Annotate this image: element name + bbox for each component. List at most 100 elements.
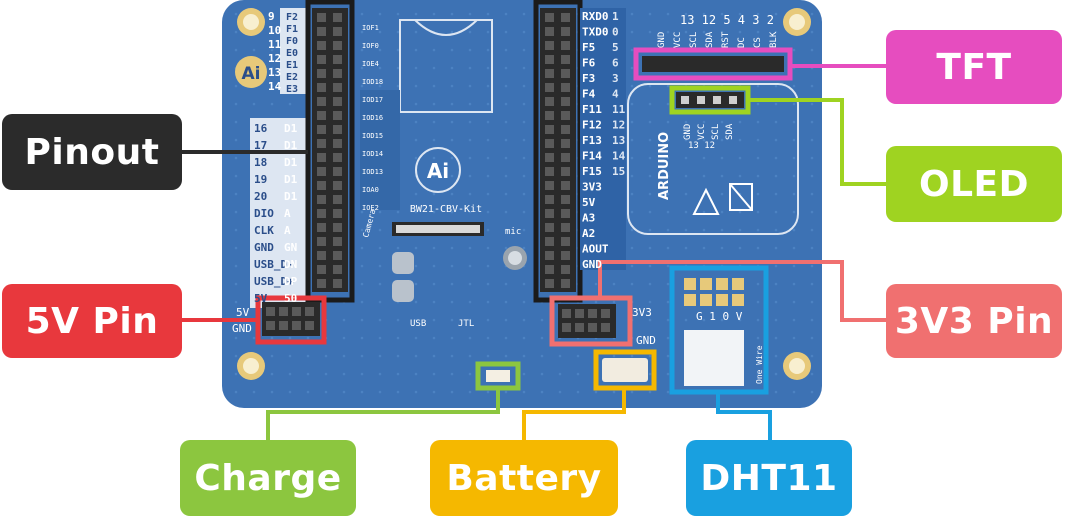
right-header-pin xyxy=(561,181,570,190)
pcb-dot xyxy=(630,192,634,196)
left-header-pin xyxy=(317,41,326,50)
charge-label: Charge xyxy=(180,440,356,516)
pcb-dot xyxy=(414,390,418,394)
oled-pin xyxy=(697,96,705,104)
pcb-dot xyxy=(666,354,670,358)
oled-connector-body xyxy=(676,92,744,108)
pcb-dot xyxy=(342,318,346,322)
pcb-dot xyxy=(504,120,508,124)
oled-pin xyxy=(681,96,689,104)
pcb-dot xyxy=(432,336,436,340)
pcb-dot xyxy=(522,138,526,142)
left-header-pin xyxy=(333,83,342,92)
oled-pin-name: SCL xyxy=(711,124,721,140)
pcb-dot xyxy=(486,66,490,70)
pcb-dot xyxy=(540,354,544,358)
pcb-dot xyxy=(234,30,238,34)
tft-pin-name: BLK xyxy=(769,31,779,48)
pcb-dot xyxy=(504,102,508,106)
pcb-dot xyxy=(720,138,724,142)
pcb-dot xyxy=(792,228,796,232)
three-v3-pin xyxy=(562,309,571,318)
pcb-dot xyxy=(666,174,670,178)
mounting-hole-bottom-left xyxy=(237,352,265,380)
dht11-pad xyxy=(716,278,728,290)
pcb-dot xyxy=(630,390,634,394)
right-header-pin-label: F6 xyxy=(582,57,596,70)
pcb-dot xyxy=(504,12,508,16)
left-header-pin xyxy=(333,195,342,204)
pcb-dot xyxy=(288,372,292,376)
left-header-pin xyxy=(333,167,342,176)
pcb-dot xyxy=(450,336,454,340)
left-number-label: 13 xyxy=(268,66,281,79)
pcb-dot xyxy=(468,336,472,340)
dht11-pad xyxy=(732,294,744,306)
pcb-dot xyxy=(342,372,346,376)
pcb-dot xyxy=(756,174,760,178)
pcb-dot xyxy=(702,210,706,214)
left-label-strip xyxy=(250,118,308,308)
pcb-dot xyxy=(774,318,778,322)
pcb-dot xyxy=(810,210,814,214)
five-v-pin-label: 5V Pin xyxy=(2,284,182,358)
right-header-pin-label: GND xyxy=(582,258,602,271)
right-number-label: 1 xyxy=(612,10,619,23)
pcb-dot xyxy=(504,210,508,214)
pcb-dot xyxy=(396,390,400,394)
left-side-mid-label: D1 xyxy=(284,122,298,135)
pcb-dot xyxy=(396,48,400,52)
right-header-pin xyxy=(545,55,554,64)
three-v3-pin xyxy=(601,309,610,318)
left-header-pin xyxy=(333,223,342,232)
pcb-dot xyxy=(810,282,814,286)
pcb-dot xyxy=(378,264,382,268)
pcb-dot xyxy=(504,66,508,70)
pcb-dot xyxy=(666,372,670,376)
pcb-dot xyxy=(450,138,454,142)
pcb-dot xyxy=(486,84,490,88)
left-header-pin xyxy=(317,125,326,134)
pcb-dot xyxy=(396,318,400,322)
pcb-dot xyxy=(720,210,724,214)
pcb-dot xyxy=(810,84,814,88)
pcb-dot xyxy=(468,84,472,88)
right-header-pin xyxy=(545,251,554,260)
pcb-dot xyxy=(792,102,796,106)
pcb-dot xyxy=(414,138,418,142)
pcb-dot xyxy=(720,192,724,196)
pcb-dot xyxy=(360,336,364,340)
pcb-dot xyxy=(666,336,670,340)
pcb-dot xyxy=(756,210,760,214)
left-header-pin xyxy=(333,69,342,78)
dht11-sensor xyxy=(684,278,744,306)
pcb-dot xyxy=(360,66,364,70)
pcb-dot xyxy=(234,300,238,304)
pcb-dot xyxy=(234,336,238,340)
pcb-dot xyxy=(756,300,760,304)
pcb-dot xyxy=(630,228,634,232)
right-header-pin-label: F12 xyxy=(582,119,602,132)
left-side-pin-label: DIO xyxy=(254,207,274,220)
pcb-dot xyxy=(810,390,814,394)
pcb-dot xyxy=(612,282,616,286)
left-side-mid-label: A xyxy=(284,207,291,220)
three-v3-silk-label: 3V3 xyxy=(632,306,652,319)
pcb-dot xyxy=(432,246,436,250)
pcb-dot xyxy=(306,354,310,358)
tft-label: TFT xyxy=(886,30,1062,104)
pcb-dot xyxy=(612,354,616,358)
left-header-pin xyxy=(317,97,326,106)
pcb-dot xyxy=(666,282,670,286)
jtl-silk-label: JTL xyxy=(458,319,474,329)
five-v-pin xyxy=(292,307,301,316)
pcb-dot xyxy=(756,12,760,16)
pcb-dot xyxy=(468,12,472,16)
left-header-pin xyxy=(317,209,326,218)
dht11-module xyxy=(684,330,744,386)
pcb-dot xyxy=(270,48,274,52)
dht11-pad xyxy=(716,294,728,306)
pcb-dot xyxy=(270,12,274,16)
oled-pin xyxy=(729,96,737,104)
pcb-dot xyxy=(414,84,418,88)
